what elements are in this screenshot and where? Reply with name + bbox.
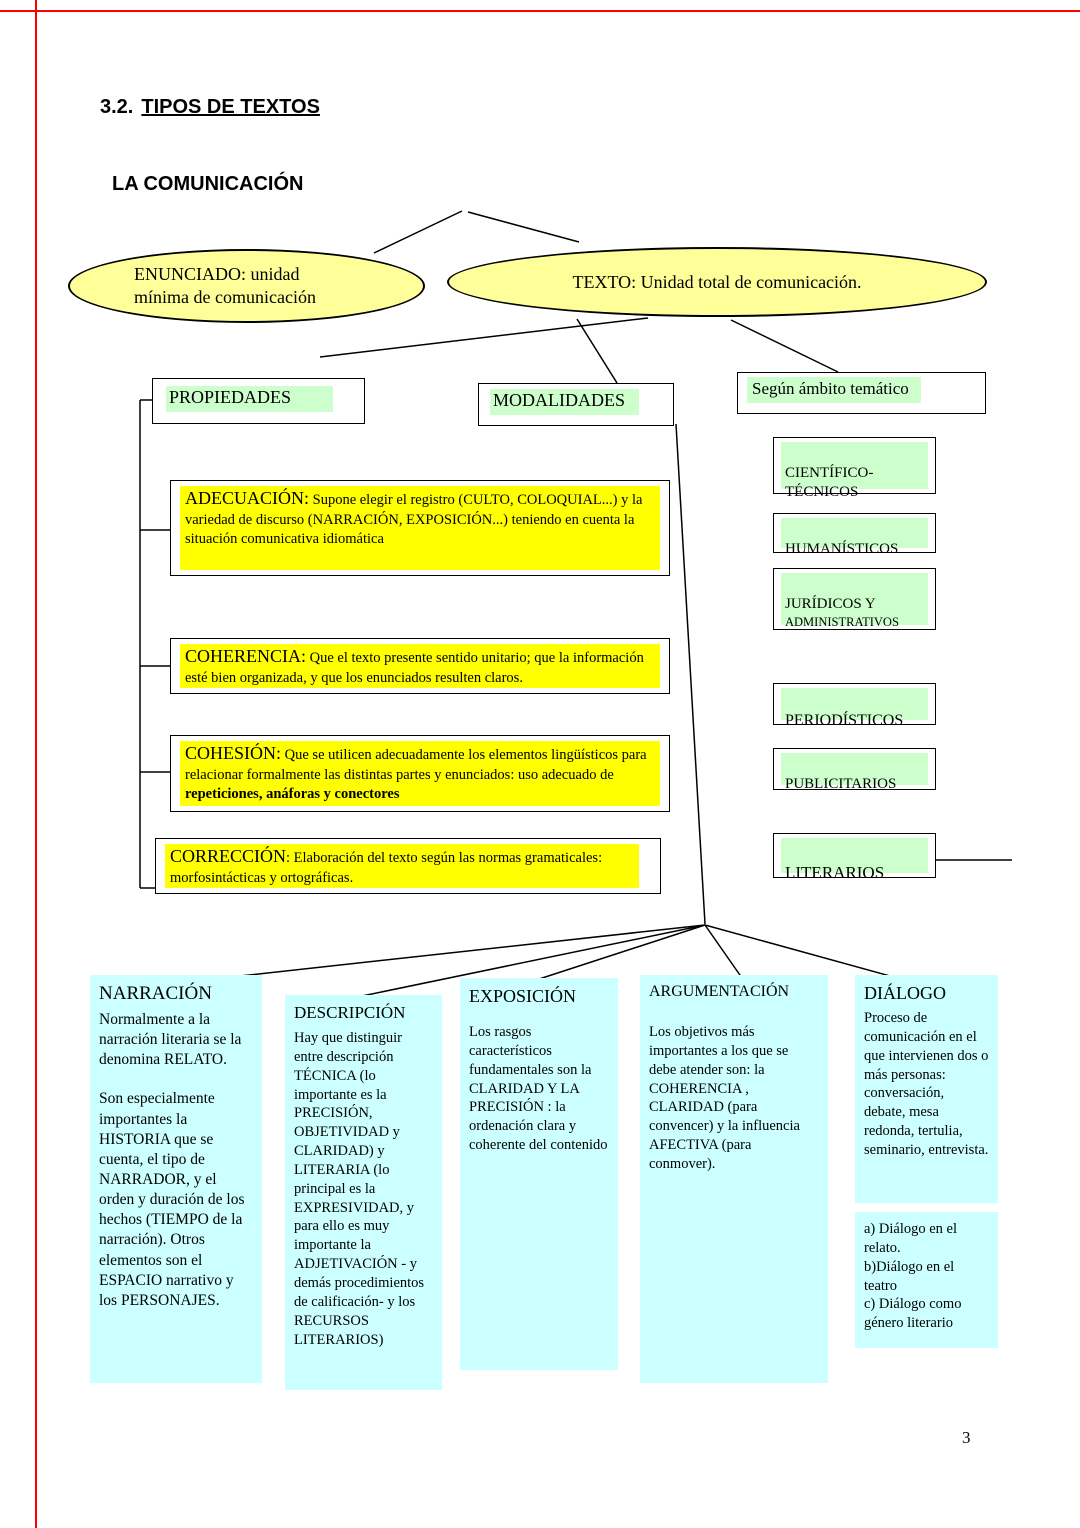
ambito-item-label: CIENTÍFICO- TÉCNICOS xyxy=(781,442,928,500)
ambito-item-text: HUMANÍSTICOS xyxy=(785,540,899,557)
adecuacion-box: ADECUACIÓN: Supone elegir el registro (C… xyxy=(170,480,670,576)
connector-line xyxy=(704,924,902,980)
ambito-item-text: PUBLICITARIOS xyxy=(785,775,897,792)
panel-narracion-title: NARRACIÓN xyxy=(99,983,212,1004)
ambito-item-humanisticos: HUMANÍSTICOS xyxy=(773,513,936,557)
cohesion-desc-bold: repeticiones, anáforas y conectores xyxy=(185,785,400,802)
coherencia-desc: Que el texto presente sentido unitario; … xyxy=(185,650,644,686)
ambito-item-label: PUBLICITARIOS xyxy=(781,753,928,792)
texto-label: TEXTO: Unidad total de comunicación. xyxy=(572,271,862,292)
panel-dialogo-list: a) Diálogo en el relato. b)Diálogo en el… xyxy=(855,1212,998,1348)
cohesion-desc: Que se utilicen adecuadamente los elemen… xyxy=(185,747,647,783)
ambito-item-label: LITERARIOS xyxy=(781,838,928,882)
adecuacion-text: ADECUACIÓN: Supone elegir el registro (C… xyxy=(180,486,660,570)
section-title: TIPOS DE TEXTOS xyxy=(141,96,320,118)
ambito-item-text: CIENTÍFICO- TÉCNICOS xyxy=(785,464,874,501)
ambito-header-label: Según ámbito temático xyxy=(747,377,921,403)
page-subtitle: LA COMUNICACIÓN xyxy=(112,173,304,195)
modalidades-header-box: MODALIDADES xyxy=(478,383,674,426)
section-number: 3.2. xyxy=(100,96,134,118)
ambito-item-periodisticos: PERIODÍSTICOS xyxy=(773,683,936,729)
adecuacion-desc: Supone elegir el registro (CULTO, COLOQU… xyxy=(185,492,643,547)
adecuacion-term: ADECUACIÓN: xyxy=(185,488,309,508)
panel-descripcion-paragraph: Hay que distinguir entre descripción TÉC… xyxy=(294,1030,425,1348)
ambito-item-juridicos-administrativos: JURÍDICOS Y ADMINISTRATIVOS xyxy=(773,568,936,630)
panel-narracion-paragraph-2: Son especialmente importantes la HISTORI… xyxy=(99,1090,245,1309)
correccion-text: CORRECCIÓN: Elaboración del texto según … xyxy=(165,844,639,888)
panel-exposicion-paragraph: Los rasgos característicos fundamentales… xyxy=(469,1024,608,1154)
correccion-box: CORRECCIÓN: Elaboración del texto según … xyxy=(155,838,661,894)
ambito-header-box: Según ámbito temático xyxy=(737,372,986,414)
panel-dialogo: DIÁLOGO Proceso de comunicación en el qu… xyxy=(855,975,998,1203)
ambito-item-label: HUMANÍSTICOS xyxy=(781,518,928,557)
ambito-item-text: JURÍDICOS Y xyxy=(785,595,876,612)
connector-line xyxy=(319,317,649,358)
ambito-item-publicitarios: PUBLICITARIOS xyxy=(773,748,936,792)
correccion-term: CORRECCIÓN xyxy=(170,846,287,866)
connector-line xyxy=(704,924,743,979)
panel-narracion-paragraph-1: Normalmente a la narración literaria se … xyxy=(99,1011,242,1069)
panel-descripcion-title: DESCRIPCIÓN xyxy=(294,1003,406,1022)
connector-line xyxy=(576,318,618,384)
panel-exposicion-title: EXPOSICIÓN xyxy=(469,986,577,1006)
enunciado-ellipse: ENUNCIADO: unidad mínima de comunicación xyxy=(68,249,425,323)
connector-line xyxy=(532,924,706,982)
texto-ellipse: TEXTO: Unidad total de comunicación. xyxy=(447,247,987,317)
cohesion-term: COHESIÓN: xyxy=(185,743,282,763)
section-heading: 3.2. TIPOS DE TEXTOS xyxy=(100,96,320,119)
ambito-item-label: PERIODÍSTICOS xyxy=(781,688,928,729)
modalidades-header-label: MODALIDADES xyxy=(490,389,639,415)
correccion-desc: : Elaboración del texto según las normas… xyxy=(170,850,603,886)
connector-line xyxy=(373,210,463,254)
propiedades-header-label: PROPIEDADES xyxy=(166,386,334,412)
ambito-item-text-line2: ADMINISTRATIVOS xyxy=(785,615,899,629)
coherencia-text: COHERENCIA: Que el texto presente sentid… xyxy=(180,644,660,688)
enunciado-label: ENUNCIADO: unidad mínima de comunicación xyxy=(134,263,316,307)
connector-line xyxy=(730,319,839,373)
panel-dialogo-title: DIÁLOGO xyxy=(864,983,946,1003)
coherencia-box: COHERENCIA: Que el texto presente sentid… xyxy=(170,638,670,694)
ambito-item-cientifico-tecnicos: CIENTÍFICO- TÉCNICOS xyxy=(773,437,936,500)
ambito-item-label: JURÍDICOS Y ADMINISTRATIVOS xyxy=(781,573,928,629)
panel-narracion: NARRACIÓN Normalmente a la narración lit… xyxy=(90,975,262,1383)
red-margin-line-horizontal xyxy=(0,10,1080,12)
panel-dialogo-list-text: a) Diálogo en el relato. b)Diálogo en el… xyxy=(864,1221,962,1332)
red-margin-line-vertical xyxy=(35,0,37,1528)
panel-dialogo-paragraph: Proceso de comunicación en el que interv… xyxy=(864,1010,989,1158)
page-number: 3 xyxy=(962,1428,971,1447)
panel-argumentacion-title: ARGUMENTACIÓN xyxy=(649,983,790,1000)
connector-line xyxy=(675,423,706,925)
connector-line xyxy=(467,211,580,243)
panel-argumentacion-paragraph: Los objetivos más importantes a los que … xyxy=(649,1024,800,1172)
coherencia-term: COHERENCIA: xyxy=(185,646,306,666)
ambito-item-literarios: LITERARIOS xyxy=(773,833,936,882)
ambito-item-text: LITERARIOS xyxy=(785,863,885,883)
cohesion-text: COHESIÓN: Que se utilicen adecuadamente … xyxy=(180,741,660,806)
panel-exposicion: EXPOSICIÓN Los rasgos característicos fu… xyxy=(460,978,618,1370)
propiedades-header-box: PROPIEDADES xyxy=(152,378,365,424)
cohesion-box: COHESIÓN: Que se utilicen adecuadamente … xyxy=(170,735,670,812)
panel-argumentacion: ARGUMENTACIÓN Los objetivos más importan… xyxy=(640,975,828,1383)
panel-descripcion: DESCRIPCIÓN Hay que distinguir entre des… xyxy=(285,995,442,1390)
ambito-item-text: PERIODÍSTICOS xyxy=(785,711,904,729)
